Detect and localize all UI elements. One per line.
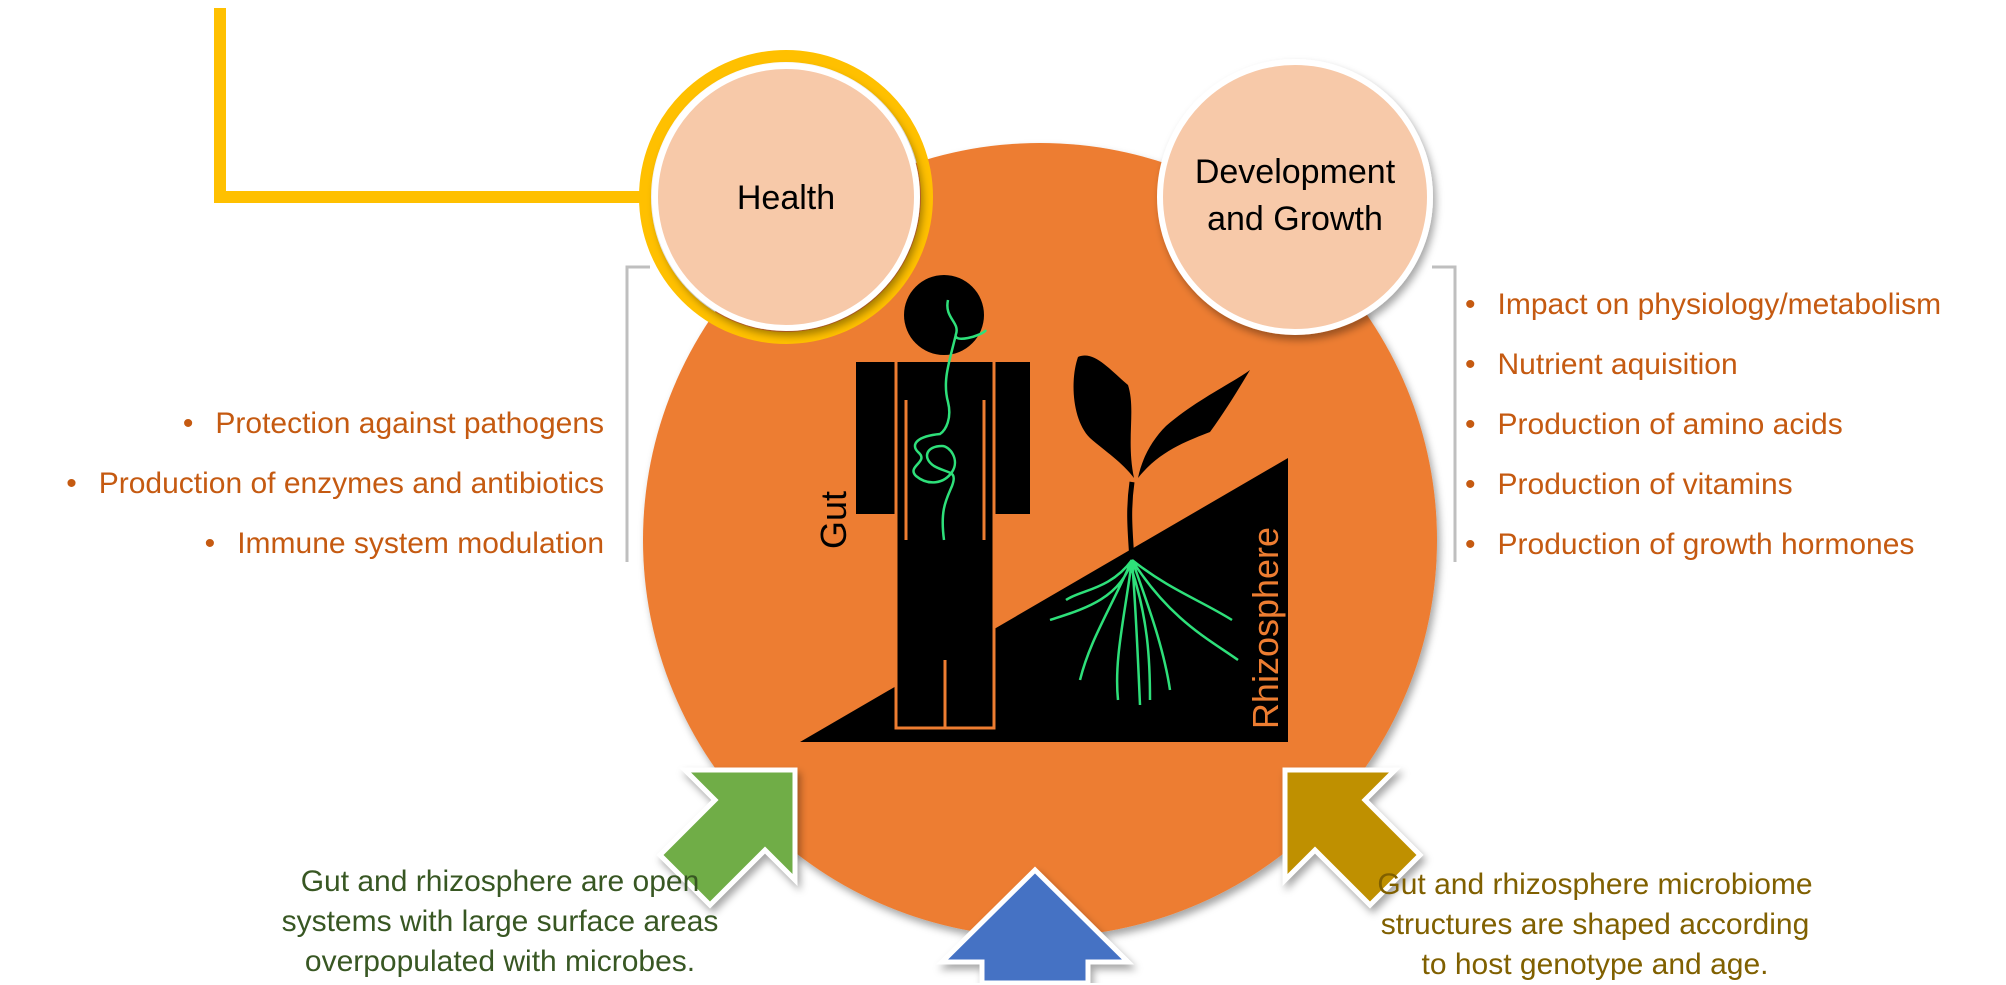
list-item: Protection against pathogens: [66, 394, 604, 454]
caption-line: Gut and rhizosphere are open: [300, 865, 700, 898]
right-arrow-icon: [1282, 767, 1424, 909]
highlight-connector-line: [214, 8, 640, 203]
development-label-line2: and Growth: [1207, 200, 1383, 238]
list-item: Production of growth hormones: [1465, 515, 1941, 575]
list-item: Production of enzymes and antibiotics: [66, 454, 604, 514]
center-arrow-icon: [935, 866, 1135, 983]
root-microbe-lines: [1049, 559, 1239, 706]
growth-benefits-list: Impact on physiology/metabolism Nutrient…: [1465, 275, 1942, 575]
right-caption: Gut and rhizosphere microbiome structure…: [1305, 865, 1885, 985]
right-bracket: [1432, 265, 1457, 562]
rhizosphere-label: Rhizosphere: [1245, 527, 1286, 729]
gut-label: Gut: [813, 491, 854, 549]
caption-line: structures are shaped according: [1380, 908, 1810, 941]
left-caption: Gut and rhizosphere are open systems wit…: [230, 862, 770, 982]
list-item: Production of amino acids: [1465, 395, 1941, 455]
left-bracket: [625, 265, 650, 562]
caption-line: overpopulated with microbes.: [304, 945, 696, 978]
health-node: [652, 63, 920, 331]
health-label: Health: [737, 179, 835, 217]
gut-microbe-line: [912, 299, 988, 541]
plant-icon: [1049, 355, 1250, 706]
health-benefits-list: Protection against pathogens Production …: [66, 394, 604, 574]
left-arrow-icon: [656, 767, 798, 909]
list-item: Production of vitamins: [1465, 455, 1941, 515]
caption-line: systems with large surface areas: [281, 905, 719, 938]
caption-line: Gut and rhizosphere microbiome: [1377, 868, 1813, 901]
health-highlight-ring: [639, 50, 933, 344]
development-label-line1: Development: [1195, 153, 1396, 191]
list-item: Nutrient aquisition: [1465, 335, 1941, 395]
human-silhouette-icon: [856, 275, 1030, 730]
list-item: Impact on physiology/metabolism: [1465, 275, 1942, 335]
caption-line: to host genotype and age.: [1421, 948, 1769, 981]
development-growth-node: [1157, 59, 1433, 335]
list-item: Immune system modulation: [66, 514, 604, 574]
